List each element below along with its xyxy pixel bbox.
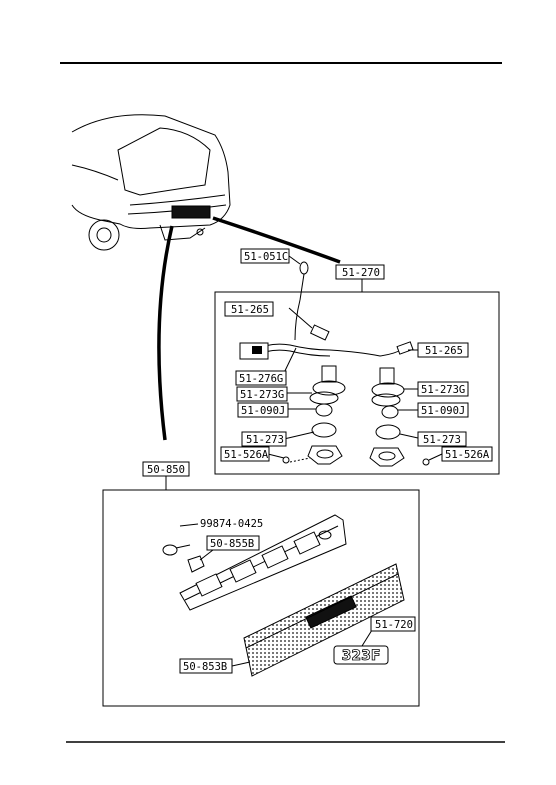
label-51-526A-right: 51-526A bbox=[441, 446, 493, 462]
label-50-855B: 50-855B bbox=[206, 535, 260, 551]
label-51-265-left: 51-265 bbox=[224, 301, 274, 317]
leader-to-lamp bbox=[212, 216, 341, 264]
label-99874-0425: 99874-0425 bbox=[200, 518, 263, 530]
label-51-051C: 51-051C bbox=[240, 248, 290, 264]
emblem-text: 323F bbox=[342, 648, 381, 664]
label-text: 51-276G bbox=[239, 373, 283, 385]
label-text: 51-273G bbox=[421, 384, 465, 396]
label-51-273G-left: 51-273G bbox=[236, 386, 288, 402]
label-text: 51-720 bbox=[375, 619, 413, 631]
garnish-assembly-frame bbox=[102, 489, 420, 707]
leader-to-garnish bbox=[157, 225, 174, 441]
label-text: 51-265 bbox=[231, 304, 269, 316]
label-51-090J-left: 51-090J bbox=[237, 402, 289, 418]
label-text: 50-855B bbox=[210, 538, 254, 550]
label-text: 51-273G bbox=[240, 389, 284, 401]
lamp-assembly-frame bbox=[214, 291, 500, 475]
label-text: 51-051C bbox=[244, 251, 288, 263]
label-51-265-right: 51-265 bbox=[417, 342, 469, 358]
label-text: 51-526A bbox=[445, 449, 490, 461]
label-text: 50-850 bbox=[147, 464, 185, 476]
car-rear-illustration bbox=[71, 114, 231, 251]
label-text: 50-853B bbox=[183, 661, 227, 673]
license-lamp-parts bbox=[239, 255, 443, 467]
label-text: 51-090J bbox=[241, 405, 285, 417]
label-text: 51-273 bbox=[423, 434, 461, 446]
label-51-273G-right: 51-273G bbox=[417, 381, 469, 397]
label-51-526A-left: 51-526A bbox=[220, 446, 270, 462]
label-51-270: 51-270 bbox=[335, 264, 385, 280]
label-51-276G: 51-276G bbox=[235, 370, 287, 386]
label-text: 51-090J bbox=[421, 405, 465, 417]
label-50-850: 50-850 bbox=[142, 461, 190, 477]
label-51-273-left: 51-273 bbox=[241, 431, 287, 447]
label-text: 51-265 bbox=[425, 345, 463, 357]
label-51-273-right: 51-273 bbox=[417, 431, 467, 447]
label-text: 51-270 bbox=[342, 267, 380, 279]
rear-garnish-parts: 323F bbox=[162, 514, 405, 677]
label-50-853B: 50-853B bbox=[179, 658, 233, 674]
label-text: 99874-0425 bbox=[200, 518, 263, 530]
label-51-090J-right: 51-090J bbox=[417, 402, 469, 418]
label-text: 51-273 bbox=[246, 434, 284, 446]
label-51-720: 51-720 bbox=[370, 616, 416, 632]
label-text: 51-526A bbox=[224, 449, 269, 461]
